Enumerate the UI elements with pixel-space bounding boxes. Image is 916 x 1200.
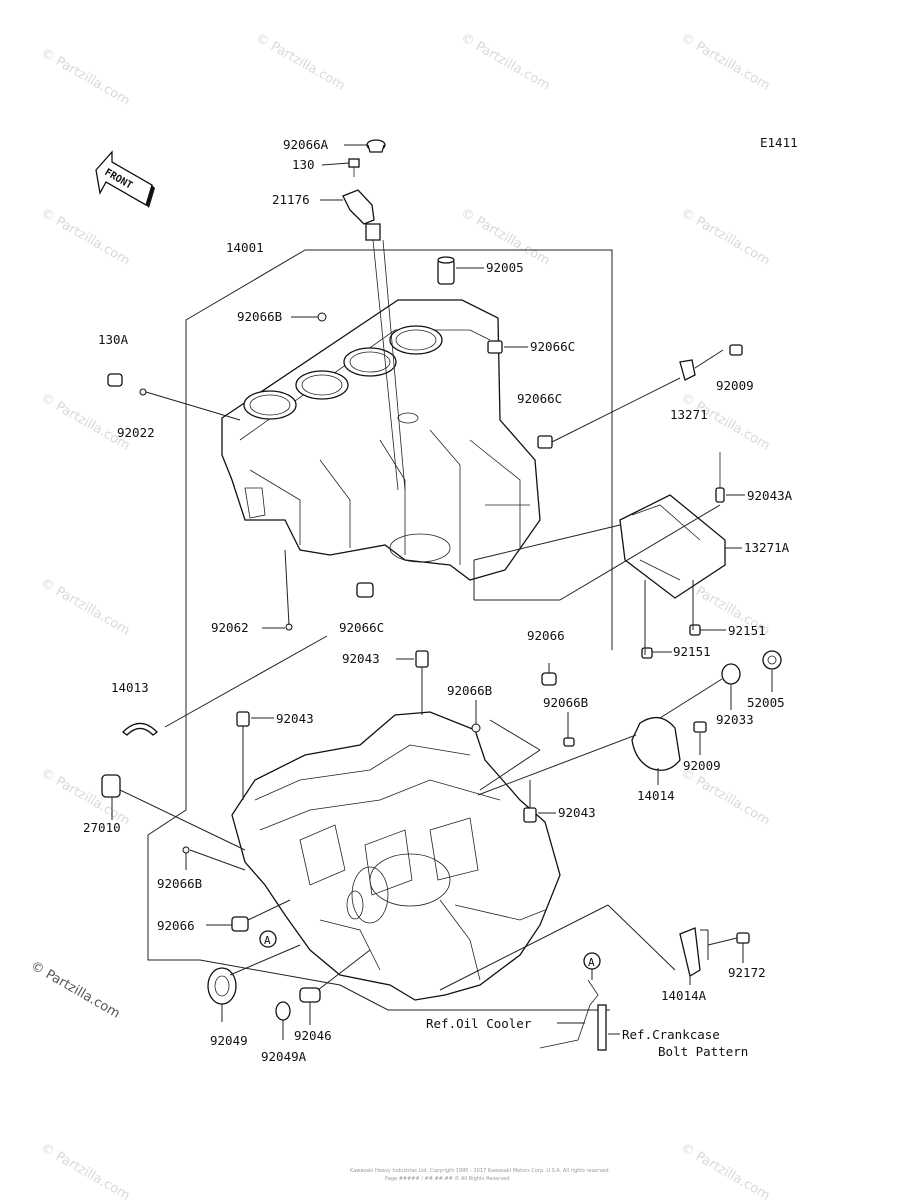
label-92049A: 92049A [261, 1049, 307, 1064]
label-92043A: 92043A [747, 488, 793, 503]
watermark-text: © Partzilla.com [38, 1140, 132, 1200]
watermark-text: © Partzilla.com [678, 205, 772, 268]
callout-a-right: A [588, 956, 595, 969]
label-92043-low: 92043 [558, 805, 596, 820]
watermark-text: © Partzilla.com [38, 205, 132, 268]
footer-page: Page ##### / ##.##.## © All Rights Reser… [385, 1175, 509, 1182]
label-52005: 52005 [747, 695, 785, 710]
label-27010: 27010 [83, 820, 121, 835]
label-92009-top: 92009 [716, 378, 754, 393]
footer-copyright: Kawasaki Heavy Industries Ltd. Copyright… [350, 1168, 611, 1174]
label-130: 130 [292, 157, 315, 172]
part-labels: 92066A 130 21176 14001 92005 92066B 9206… [83, 137, 793, 1064]
label-92066A: 92066A [283, 137, 329, 152]
label-92043-mid: 92043 [276, 711, 314, 726]
watermark-text: © Partzilla.com [38, 390, 132, 453]
label-92066B-low: 92066B [157, 876, 202, 891]
label-92062: 92062 [211, 620, 249, 635]
watermark-text: © Partzilla.com [678, 765, 772, 828]
lower-crankcase [231, 711, 561, 1001]
label-ref-crankcase: Ref.Crankcase [622, 1027, 720, 1042]
group-bracket-lines [147, 249, 613, 1011]
label-14001: 14001 [226, 240, 264, 255]
watermark-text: © Partzilla.com [678, 30, 772, 93]
callout-a-left: A [264, 934, 271, 947]
label-92033: 92033 [716, 712, 754, 727]
leader-lines [111, 144, 773, 1040]
watermark-text: © Partzilla.com [458, 30, 552, 93]
label-14014: 14014 [637, 788, 675, 803]
upper-crankcase [221, 299, 541, 581]
label-92005: 92005 [486, 260, 524, 275]
label-92022: 92022 [117, 425, 155, 440]
label-92172: 92172 [728, 965, 766, 980]
label-92066-low: 92066 [157, 918, 195, 933]
label-92066B-top: 92066B [237, 309, 282, 324]
label-92151-b: 92151 [673, 644, 711, 659]
label-92046: 92046 [294, 1028, 332, 1043]
label-14014A: 14014A [661, 988, 707, 1003]
label-92066B-mid: 92066B [447, 683, 492, 698]
watermark-text: © Partzilla.com [678, 390, 772, 453]
watermark-text: © Partzilla.com [38, 45, 132, 108]
label-92043-top: 92043 [342, 651, 380, 666]
label-13271: 13271 [670, 407, 708, 422]
label-92066C-a: 92066C [530, 339, 575, 354]
label-ref-oil-cooler: Ref.Oil Cooler [426, 1016, 532, 1031]
diagram-id: E1411 [760, 135, 798, 150]
label-bolt-pattern: Bolt Pattern [658, 1044, 748, 1059]
watermark-text: © Partzilla.com [38, 575, 132, 638]
partzilla-watermark: © Partzilla.com [28, 958, 122, 1021]
watermark-text: © Partzilla.com [678, 1140, 772, 1200]
label-13271A: 13271A [744, 540, 790, 555]
label-92066C-b: 92066C [517, 391, 562, 406]
watermark-text: © Partzilla.com [253, 30, 347, 93]
label-92066B-right: 92066B [543, 695, 588, 710]
label-130A: 130A [98, 332, 129, 347]
label-14013: 14013 [111, 680, 149, 695]
label-92049: 92049 [210, 1033, 248, 1048]
front-arrow-icon: FRONT [95, 150, 155, 208]
label-92066C-c: 92066C [339, 620, 384, 635]
label-21176: 21176 [272, 192, 310, 207]
label-92151-a: 92151 [728, 623, 766, 638]
label-92009-mid: 92009 [683, 758, 721, 773]
label-92066-top: 92066 [527, 628, 565, 643]
